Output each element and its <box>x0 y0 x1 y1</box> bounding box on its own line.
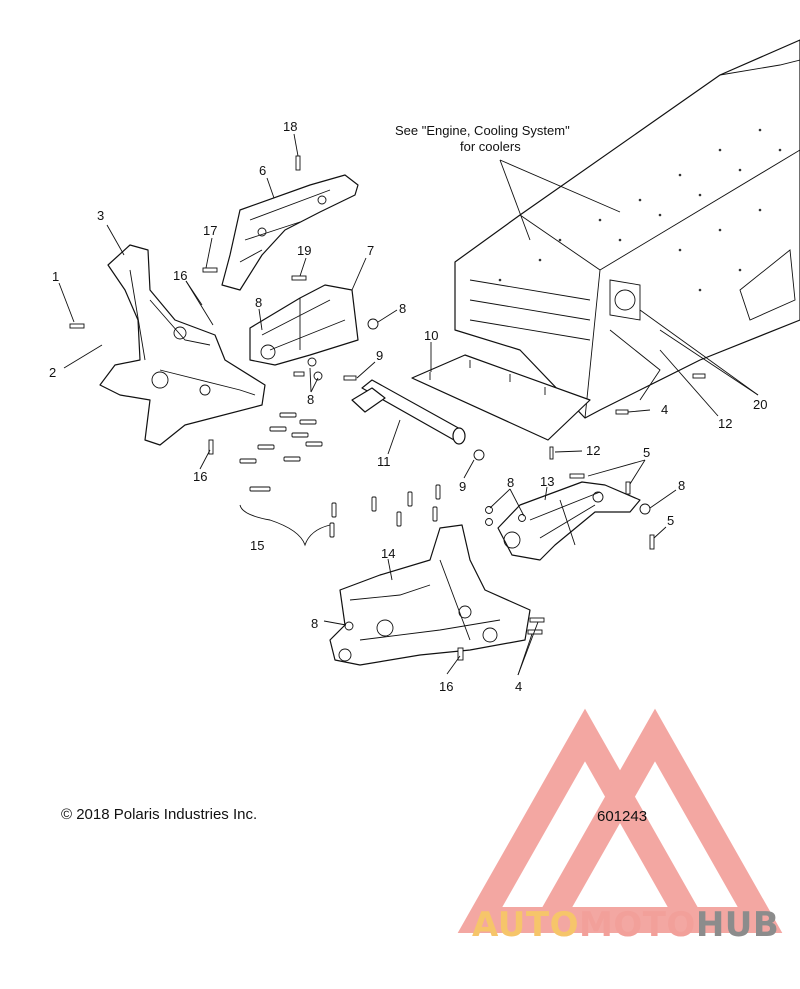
callout-8: 8 <box>311 616 318 631</box>
callout-8: 8 <box>507 475 514 490</box>
note-line-1: See "Engine, Cooling System" <box>395 123 570 138</box>
callout-16: 16 <box>173 268 187 283</box>
callout-8: 8 <box>678 478 685 493</box>
callout-8: 8 <box>307 392 314 407</box>
mount-bracket-upper <box>249 284 359 366</box>
callout-5: 5 <box>643 445 650 460</box>
front-frame-left <box>99 244 266 446</box>
callout-9: 9 <box>376 348 383 363</box>
cross-tube <box>351 379 466 445</box>
callout-8: 8 <box>399 301 406 316</box>
callout-19: 19 <box>297 243 311 258</box>
watermark-part-hub: HUB <box>695 905 780 945</box>
note-line-2: for coolers <box>460 139 521 154</box>
callout-20: 20 <box>753 397 767 412</box>
watermark-text: AUTOMOTOHUB <box>472 905 779 945</box>
callout-5: 5 <box>667 513 674 528</box>
leader-lines <box>58 133 759 676</box>
callout-3: 3 <box>97 208 104 223</box>
callout-15: 15 <box>250 538 264 553</box>
callout-18: 18 <box>283 119 297 134</box>
upper-bracket <box>221 174 359 291</box>
mount-bracket-right <box>497 481 641 561</box>
callout-9: 9 <box>459 479 466 494</box>
callout-4: 4 <box>515 679 522 694</box>
callout-11: 11 <box>377 454 391 469</box>
callout-13: 13 <box>540 474 554 489</box>
callout-4: 4 <box>661 402 668 417</box>
callout-16: 16 <box>439 679 453 694</box>
watermark-part-moto: MOTO <box>578 905 696 945</box>
callout-17: 17 <box>203 223 217 238</box>
callout-14: 14 <box>381 546 395 561</box>
bolt-set-15 <box>239 412 441 538</box>
watermark-part-auto: AUTO <box>472 905 579 945</box>
callout-12: 12 <box>586 443 600 458</box>
chassis-tunnel <box>454 39 800 419</box>
callout-1: 1 <box>52 269 59 284</box>
copyright-text: © 2018 Polaris Industries Inc. <box>61 806 258 823</box>
callout-2: 2 <box>49 365 56 380</box>
watermark-logo <box>457 708 783 933</box>
misc-fasteners <box>69 155 706 661</box>
callout-16: 16 <box>193 469 207 484</box>
callout-6: 6 <box>259 163 266 178</box>
callout-10: 10 <box>424 328 438 343</box>
skid-plate <box>411 354 591 441</box>
callout-8: 8 <box>255 295 262 310</box>
lower-frame <box>329 524 531 666</box>
callout-12: 12 <box>718 416 732 431</box>
callout-7: 7 <box>367 243 374 258</box>
diagram-number: 601243 <box>597 808 648 825</box>
